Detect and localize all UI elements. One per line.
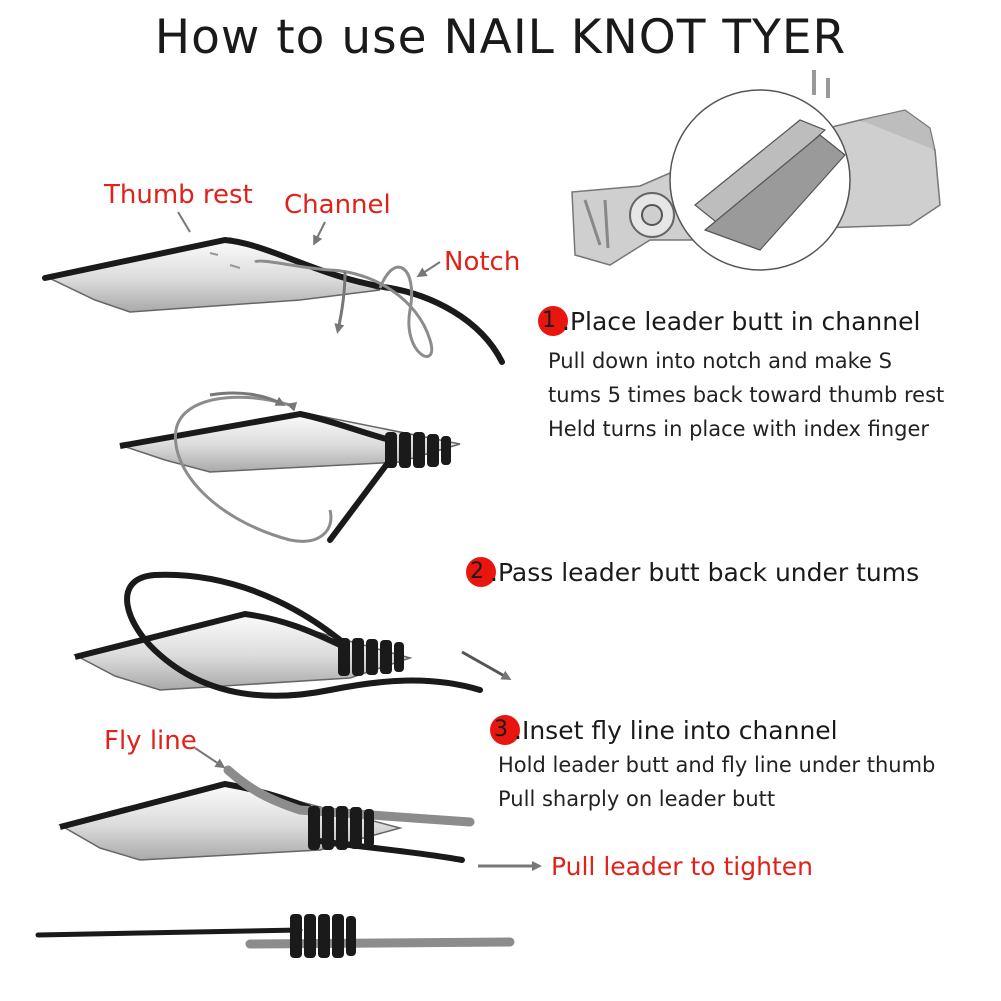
step-3-line: Hold leader butt and fly line under thum… [498,753,936,777]
step-3-badge: 3 [490,715,520,745]
figure-step-2 [119,391,461,543]
figure-step-1 [42,211,505,365]
step-3-title: .Inset fly line into channel [514,715,838,745]
tool-photo [571,70,941,271]
step-1-line: tums 5 times back toward thumb rest [548,383,945,407]
page-title: How to use NAIL KNOT TYER [154,10,847,65]
step-2-badge: 2 [466,557,496,587]
step-3-line: Pull sharply on leader butt [498,787,776,811]
channel-label: Channel [284,190,391,220]
step-2-heading: 2 .Pass leader butt back under tums [466,557,919,587]
figure-step-3 [72,571,512,699]
step-3-heading: 3 .Inset fly line into channel [490,715,838,745]
step-3-description: Hold leader butt and fly line under thum… [498,748,935,816]
step-1-line: Pull down into notch and make S [548,349,892,373]
step-1-description: Pull down into notch and make S tums 5 t… [548,344,944,446]
thumb-rest-label: Thumb rest [104,180,253,210]
figure-step-4 [58,747,542,871]
pull-leader-label: Pull leader to tighten [551,852,813,881]
notch-label: Notch [444,247,521,277]
step-1-badge: 1 [538,306,568,336]
step-1-line: Held turns in place with index finger [548,417,930,441]
step-1-title: .Place leader butt in channel [562,306,921,336]
figure-finished-knot [35,914,515,958]
step-2-title: .Pass leader butt back under tums [490,557,920,587]
step-1-heading: 1 .Place leader butt in channel [538,306,920,336]
fly-line-label: Fly line [104,726,197,756]
